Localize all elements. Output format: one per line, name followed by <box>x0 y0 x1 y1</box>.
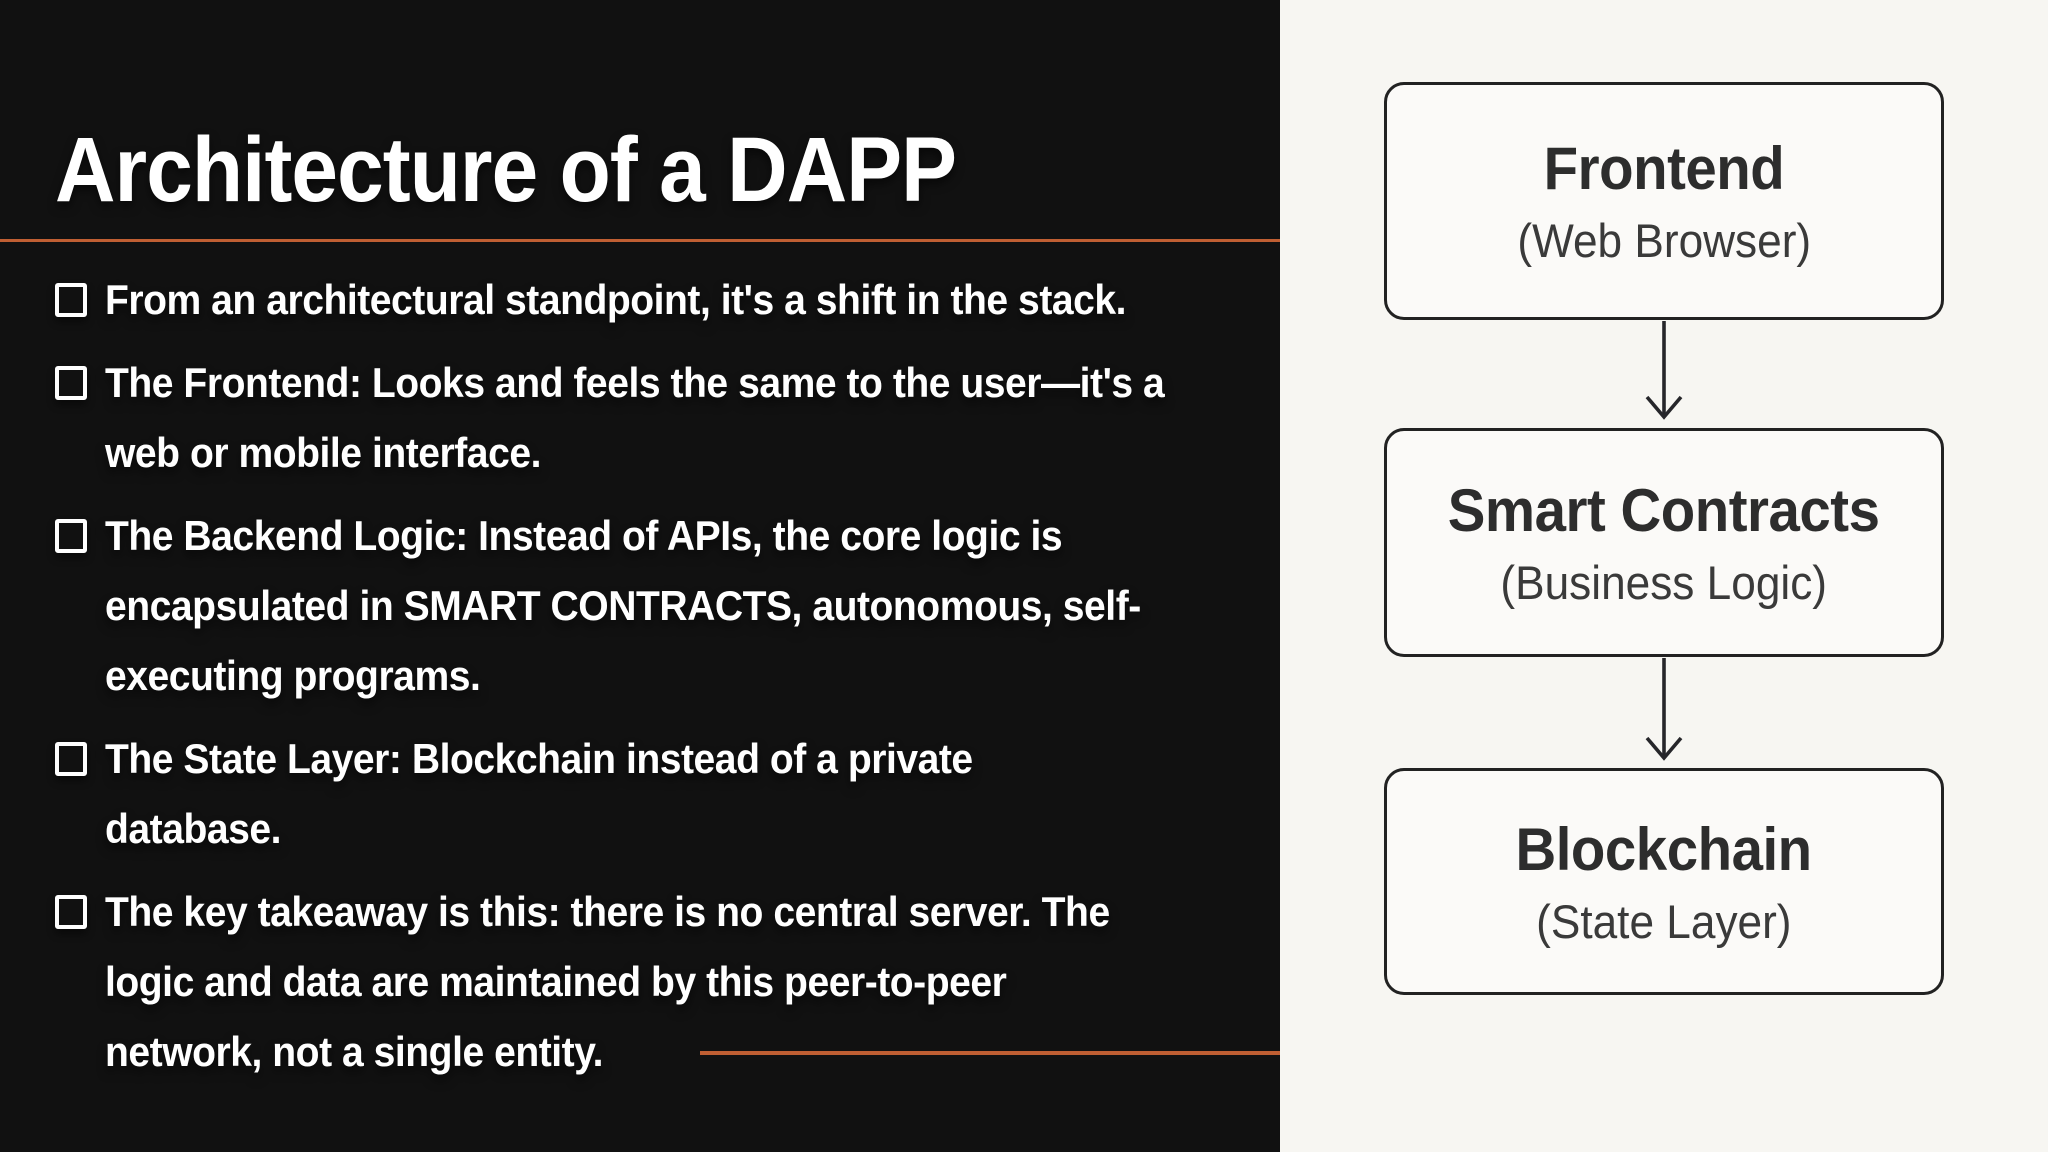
bullet-item: The Frontend: Looks and feels the same t… <box>55 348 1265 488</box>
bullet-line: network, not a single entity. <box>105 1028 603 1075</box>
flowchart-panel: Frontend (Web Browser) Smart Contracts (… <box>1280 0 2048 1152</box>
arrow-down-icon <box>1645 321 1683 420</box>
bullet-text: The Frontend: Looks and feels the same t… <box>105 348 1244 488</box>
title-divider <box>0 239 1280 242</box>
bullet-item: The Backend Logic: Instead of APIs, the … <box>55 501 1265 711</box>
left-text-panel: Architecture of a DAPP From an architect… <box>0 0 1280 1152</box>
checkbox-bullet-icon <box>55 519 87 553</box>
bullet-item: The key takeaway is this: there is no ce… <box>55 877 1265 1087</box>
bullet-item: The State Layer: Blockchain instead of a… <box>55 724 1265 864</box>
flow-box-title: Blockchain <box>1515 815 1813 883</box>
bullet-line: From an architectural standpoint, it's a… <box>105 276 1127 323</box>
flow-box-subtitle: (Business Logic) <box>1500 555 1828 609</box>
bullet-line: database. <box>105 805 282 852</box>
bullet-item: From an architectural standpoint, it's a… <box>55 265 1265 335</box>
bullet-line: The key takeaway is this: there is no ce… <box>105 888 1110 935</box>
bullet-text: The key takeaway is this: there is no ce… <box>105 877 1185 1087</box>
page-title: Architecture of a DAPP <box>55 119 957 221</box>
checkbox-bullet-icon <box>55 742 87 776</box>
flow-box-frontend: Frontend (Web Browser) <box>1384 82 1944 320</box>
bullet-line: The Backend Logic: Instead of APIs, the … <box>105 512 1063 559</box>
flow-box-subtitle: (Web Browser) <box>1517 214 1811 267</box>
bullet-line: web or mobile interface. <box>105 429 541 476</box>
checkbox-bullet-icon <box>55 366 87 400</box>
arrow-down-icon <box>1645 658 1683 761</box>
bullet-list: From an architectural standpoint, it's a… <box>55 265 1265 1100</box>
flow-box-subtitle: (State Layer) <box>1536 894 1792 948</box>
checkbox-bullet-icon <box>55 895 87 929</box>
bullet-text: The State Layer: Blockchain instead of a… <box>105 724 1038 864</box>
bullet-text: From an architectural standpoint, it's a… <box>105 265 1203 335</box>
bullet-line: The Frontend: Looks and feels the same t… <box>105 359 1165 406</box>
flow-box-title: Smart Contracts <box>1448 476 1880 544</box>
bullet-line: logic and data are maintained by this pe… <box>105 958 1007 1005</box>
flow-box-title: Frontend <box>1543 135 1785 202</box>
footer-divider <box>700 1051 1280 1055</box>
bullet-line: encapsulated in SMART CONTRACTS, autonom… <box>105 582 1141 629</box>
flow-box-smart-contracts: Smart Contracts (Business Logic) <box>1384 428 1944 657</box>
flow-box-blockchain: Blockchain (State Layer) <box>1384 768 1944 995</box>
bullet-line: The State Layer: Blockchain instead of a… <box>105 735 973 782</box>
bullet-line: executing programs. <box>105 652 481 699</box>
checkbox-bullet-icon <box>55 283 87 317</box>
bullet-text: The Backend Logic: Instead of APIs, the … <box>105 501 1219 711</box>
